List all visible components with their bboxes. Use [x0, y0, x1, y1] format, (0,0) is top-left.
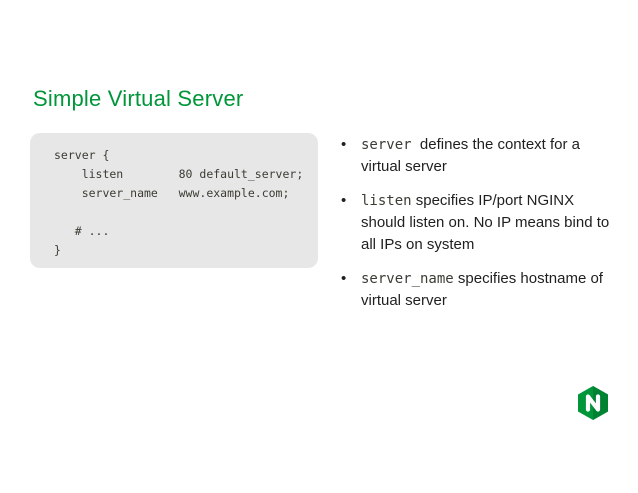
bullet-text: specifies hostname of virtual server [361, 270, 608, 309]
code-block-text: server { listen 80 default_server; serve… [54, 148, 304, 257]
list-item: server defines the context for a virtual… [340, 134, 612, 178]
bullet-mono-term: server [361, 137, 412, 153]
bullet-mono-term: server_name [361, 271, 454, 287]
code-block: server { listen 80 default_server; serve… [30, 133, 318, 268]
page-title: Simple Virtual Server [33, 86, 244, 111]
bullet-list: server defines the context for a virtual… [340, 134, 612, 324]
nginx-logo-icon [578, 386, 608, 420]
list-item: listen specifies IP/port NGINX should li… [340, 190, 612, 256]
bullet-text: defines the context for a virtual server [361, 136, 585, 175]
bullet-mono-term: listen [361, 193, 412, 209]
hexagon-shade [593, 386, 608, 420]
list-item: server_name specifies hostname of virtua… [340, 268, 612, 312]
bullet-text: specifies IP/port NGINX should listen on… [361, 192, 614, 253]
letter-n-glyph [585, 394, 601, 412]
